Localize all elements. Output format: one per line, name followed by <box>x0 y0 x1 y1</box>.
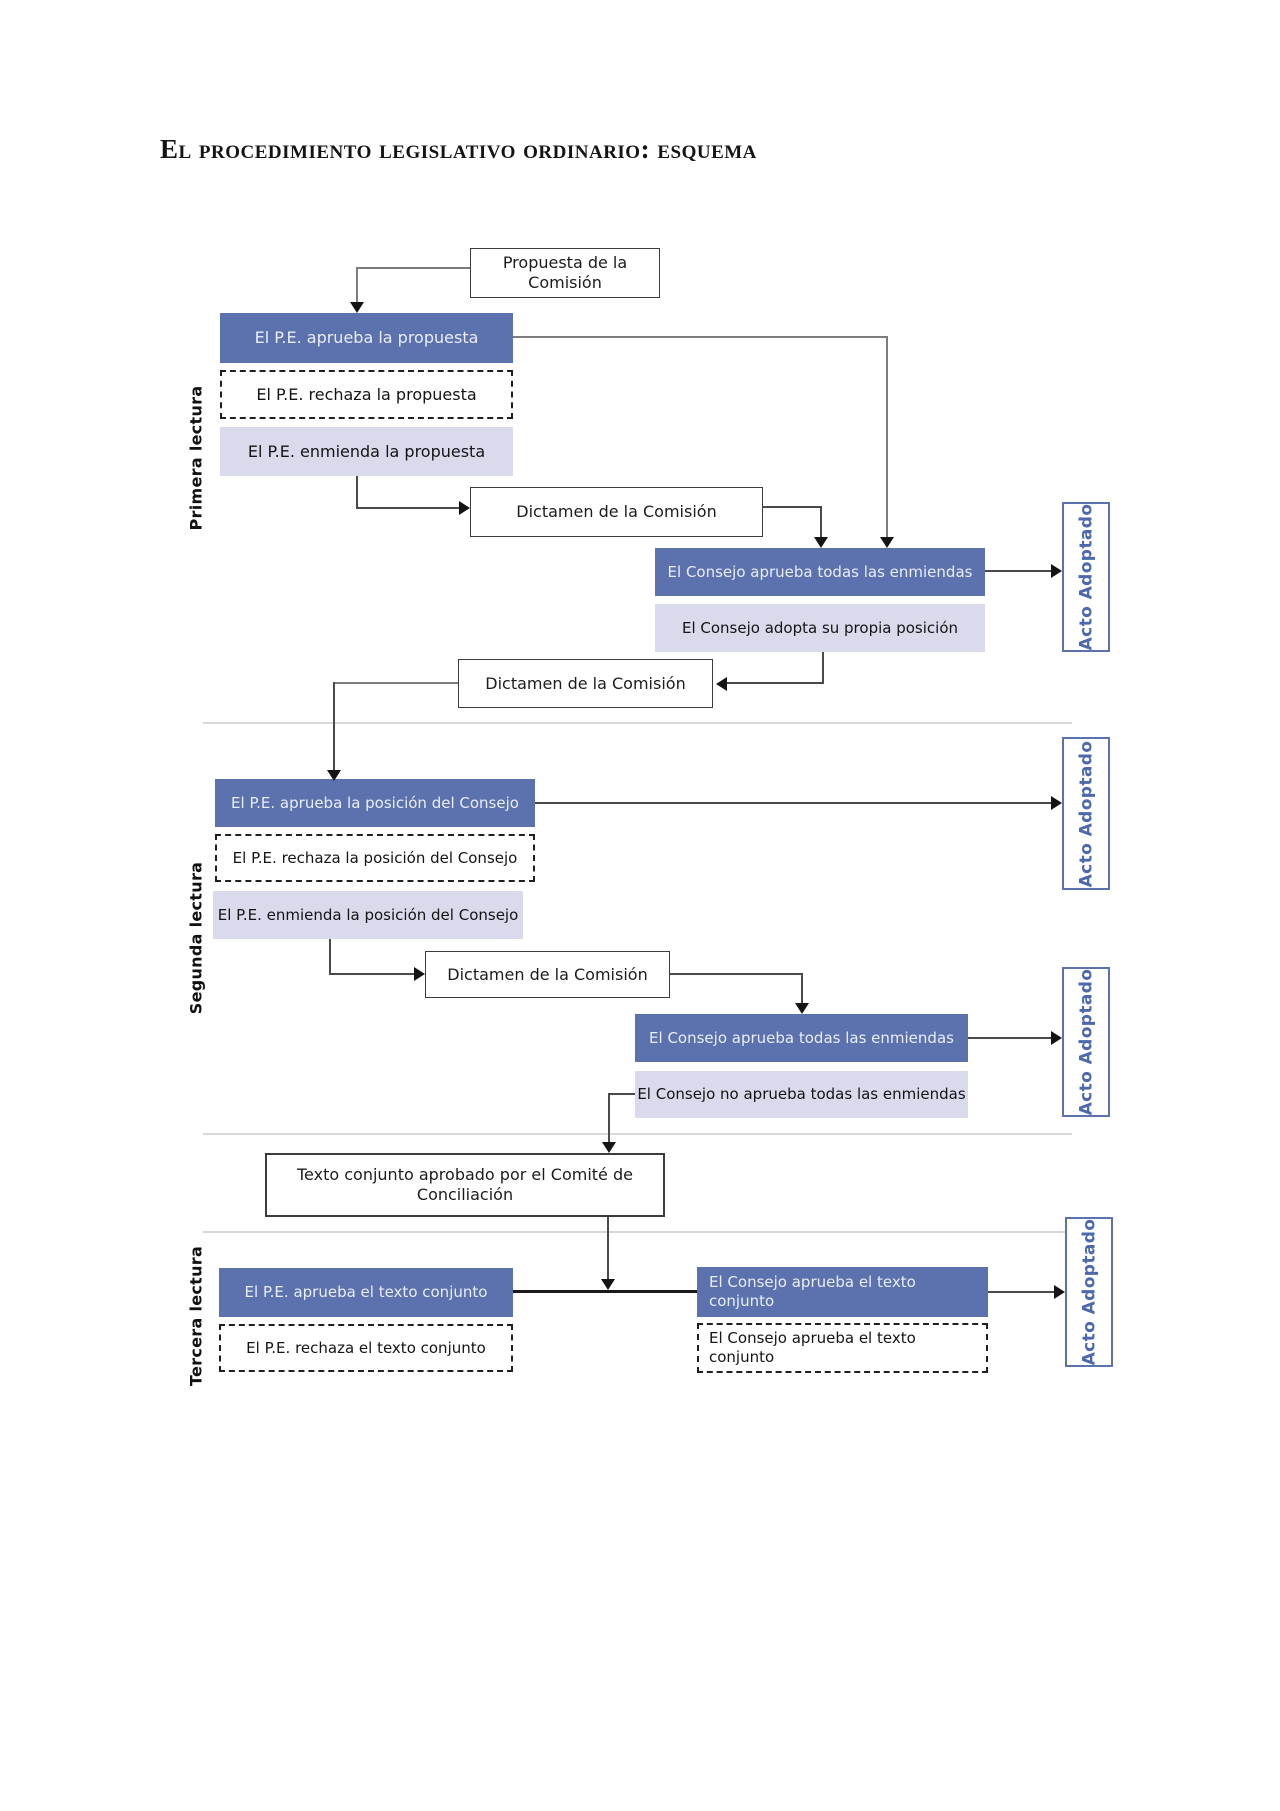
section-label-tercera-lectura: Tercera lectura <box>186 1245 206 1387</box>
arrow-right-icon <box>414 967 425 981</box>
arrow-right-icon <box>1054 1285 1065 1299</box>
connector-dictamen2-h <box>333 682 458 684</box>
connector-adopta-h <box>727 682 824 684</box>
node-pe-rechaza-propuesta: El P.E. rechaza la propuesta <box>220 370 513 419</box>
node-consejo-aprueba-enmiendas-2: El Consejo aprueba todas las enmiendas <box>635 1014 968 1062</box>
acto-adoptado-label: Acto Adoptado <box>1076 968 1096 1116</box>
node-consejo-aprueba-enmiendas-1: El Consejo aprueba todas las enmiendas <box>655 548 985 596</box>
arrow-down-icon <box>601 1279 615 1290</box>
node-acto-adoptado-2: Acto Adoptado <box>1062 737 1110 890</box>
arrow-down-icon <box>814 537 828 548</box>
arrow-down-icon <box>880 537 894 548</box>
acto-adoptado-label: Acto Adoptado <box>1076 740 1096 887</box>
section-label-primera-lectura: Primera lectura <box>186 385 206 531</box>
connector-aprueba-long-v <box>886 336 888 537</box>
arrow-down-icon <box>795 1003 809 1014</box>
node-acto-adoptado-3: Acto Adoptado <box>1062 967 1110 1117</box>
connector-acto4-h <box>988 1291 1054 1293</box>
arrow-right-icon <box>1051 796 1062 810</box>
node-dictamen-comision-3: Dictamen de la Comisión <box>425 951 670 998</box>
node-pe-rechaza-posicion: El P.E. rechaza la posición del Consejo <box>215 834 535 882</box>
arrow-left-icon <box>716 677 727 691</box>
connector-dictamen1-h <box>763 506 822 508</box>
connector-acto1-h <box>985 570 1051 572</box>
node-pe-aprueba-texto: El P.E. aprueba el texto conjunto <box>219 1268 513 1317</box>
connector-junction-h <box>513 1290 697 1293</box>
arrow-right-icon <box>1051 564 1062 578</box>
node-propuesta-comision: Propuesta de la Comisión <box>470 248 660 298</box>
connector-adopta-v <box>822 652 824 684</box>
section-divider-2 <box>203 1133 1072 1135</box>
page-title: El procedimiento legislativo ordinario: … <box>160 134 757 164</box>
connector-propuesta-h <box>357 267 470 269</box>
connector-enmienda2-v <box>329 939 331 975</box>
node-consejo-no-aprueba-enmiendas: El Consejo no aprueba todas las enmienda… <box>635 1071 968 1118</box>
connector-texto-v <box>607 1217 609 1280</box>
connector-dictamen2-v <box>333 682 335 770</box>
node-pe-rechaza-texto: El P.E. rechaza el texto conjunto <box>219 1324 513 1372</box>
node-consejo-aprueba-texto-dashed: El Consejo aprueba el texto conjunto <box>697 1323 988 1373</box>
connector-enmienda2-h <box>329 973 414 975</box>
arrow-down-icon <box>327 770 341 781</box>
connector-noaprueba-h <box>608 1093 635 1095</box>
acto-adoptado-label: Acto Adoptado <box>1079 1218 1099 1366</box>
node-acto-adoptado-1: Acto Adoptado <box>1062 502 1110 652</box>
node-dictamen-comision-1: Dictamen de la Comisión <box>470 487 763 537</box>
connector-acto2-h <box>535 802 1051 804</box>
node-dictamen-comision-2: Dictamen de la Comisión <box>458 659 713 708</box>
acto-adoptado-label: Acto Adoptado <box>1076 503 1096 651</box>
connector-acto3-h <box>968 1037 1051 1039</box>
connector-enmienda1-h <box>356 507 459 509</box>
connector-noaprueba-v <box>608 1093 610 1143</box>
section-divider-1 <box>203 722 1072 724</box>
connector-aprueba-long-h <box>513 336 888 338</box>
section-divider-3 <box>203 1231 1072 1233</box>
connector-dictamen1-v <box>820 506 822 537</box>
node-consejo-adopta-posicion: El Consejo adopta su propia posición <box>655 604 985 652</box>
connector-propuesta-v <box>356 267 358 305</box>
arrow-right-icon <box>1051 1031 1062 1045</box>
node-pe-aprueba-posicion: El P.E. aprueba la posición del Consejo <box>215 779 535 827</box>
connector-dictamen3-h <box>670 973 803 975</box>
connector-enmienda1-v <box>356 476 358 509</box>
node-pe-enmienda-propuesta: El P.E. enmienda la propuesta <box>220 427 513 476</box>
node-pe-aprueba-propuesta: El P.E. aprueba la propuesta <box>220 313 513 363</box>
arrow-down-icon <box>350 302 364 313</box>
section-label-segunda-lectura: Segunda lectura <box>186 861 206 1015</box>
arrow-down-icon <box>602 1142 616 1153</box>
connector-dictamen3-v <box>801 973 803 1003</box>
node-acto-adoptado-4: Acto Adoptado <box>1065 1217 1113 1367</box>
arrow-right-icon <box>459 501 470 515</box>
node-texto-conjunto: Texto conjunto aprobado por el Comité de… <box>265 1153 665 1217</box>
node-consejo-aprueba-texto: El Consejo aprueba el texto conjunto <box>697 1267 988 1317</box>
node-pe-enmienda-posicion: El P.E. enmienda la posición del Consejo <box>213 891 523 939</box>
